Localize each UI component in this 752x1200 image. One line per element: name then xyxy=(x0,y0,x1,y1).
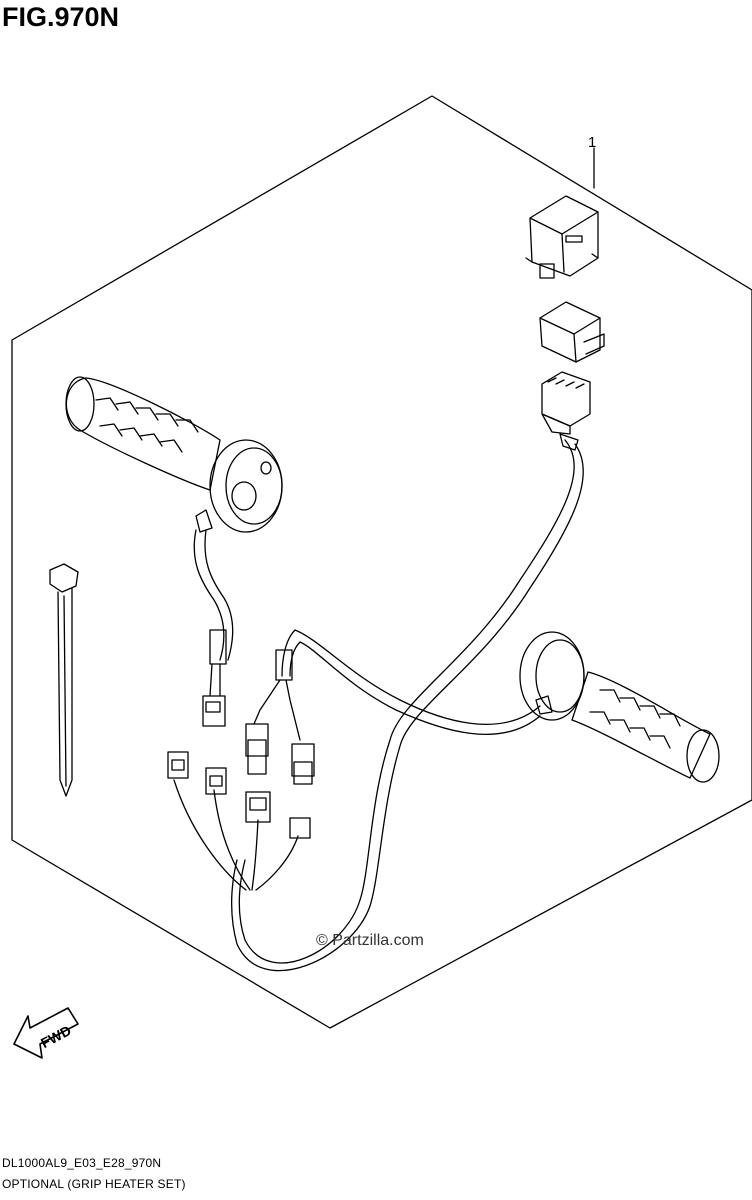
diagram-description: OPTIONAL (GRIP HEATER SET) xyxy=(2,1177,186,1191)
left-grip xyxy=(65,376,283,533)
fwd-arrow: FWD xyxy=(13,1007,79,1059)
harness-connector xyxy=(541,371,591,435)
diagram-code: DL1000AL9_E03_E28_970N xyxy=(2,1156,162,1170)
assembly-boundary xyxy=(11,95,752,1029)
cable-tie xyxy=(49,563,79,797)
harness-breakout xyxy=(167,751,311,891)
figure-title: FIG.970N xyxy=(2,2,120,32)
right-grip xyxy=(519,631,720,783)
right-grip-cable xyxy=(245,629,541,785)
watermark: © Partzilla.com xyxy=(316,932,424,949)
left-grip-cable xyxy=(193,529,234,727)
control-unit xyxy=(525,195,599,279)
callout-1-label: 1 xyxy=(588,134,596,151)
connector-cover xyxy=(539,301,605,363)
main-harness-cable xyxy=(231,433,584,972)
